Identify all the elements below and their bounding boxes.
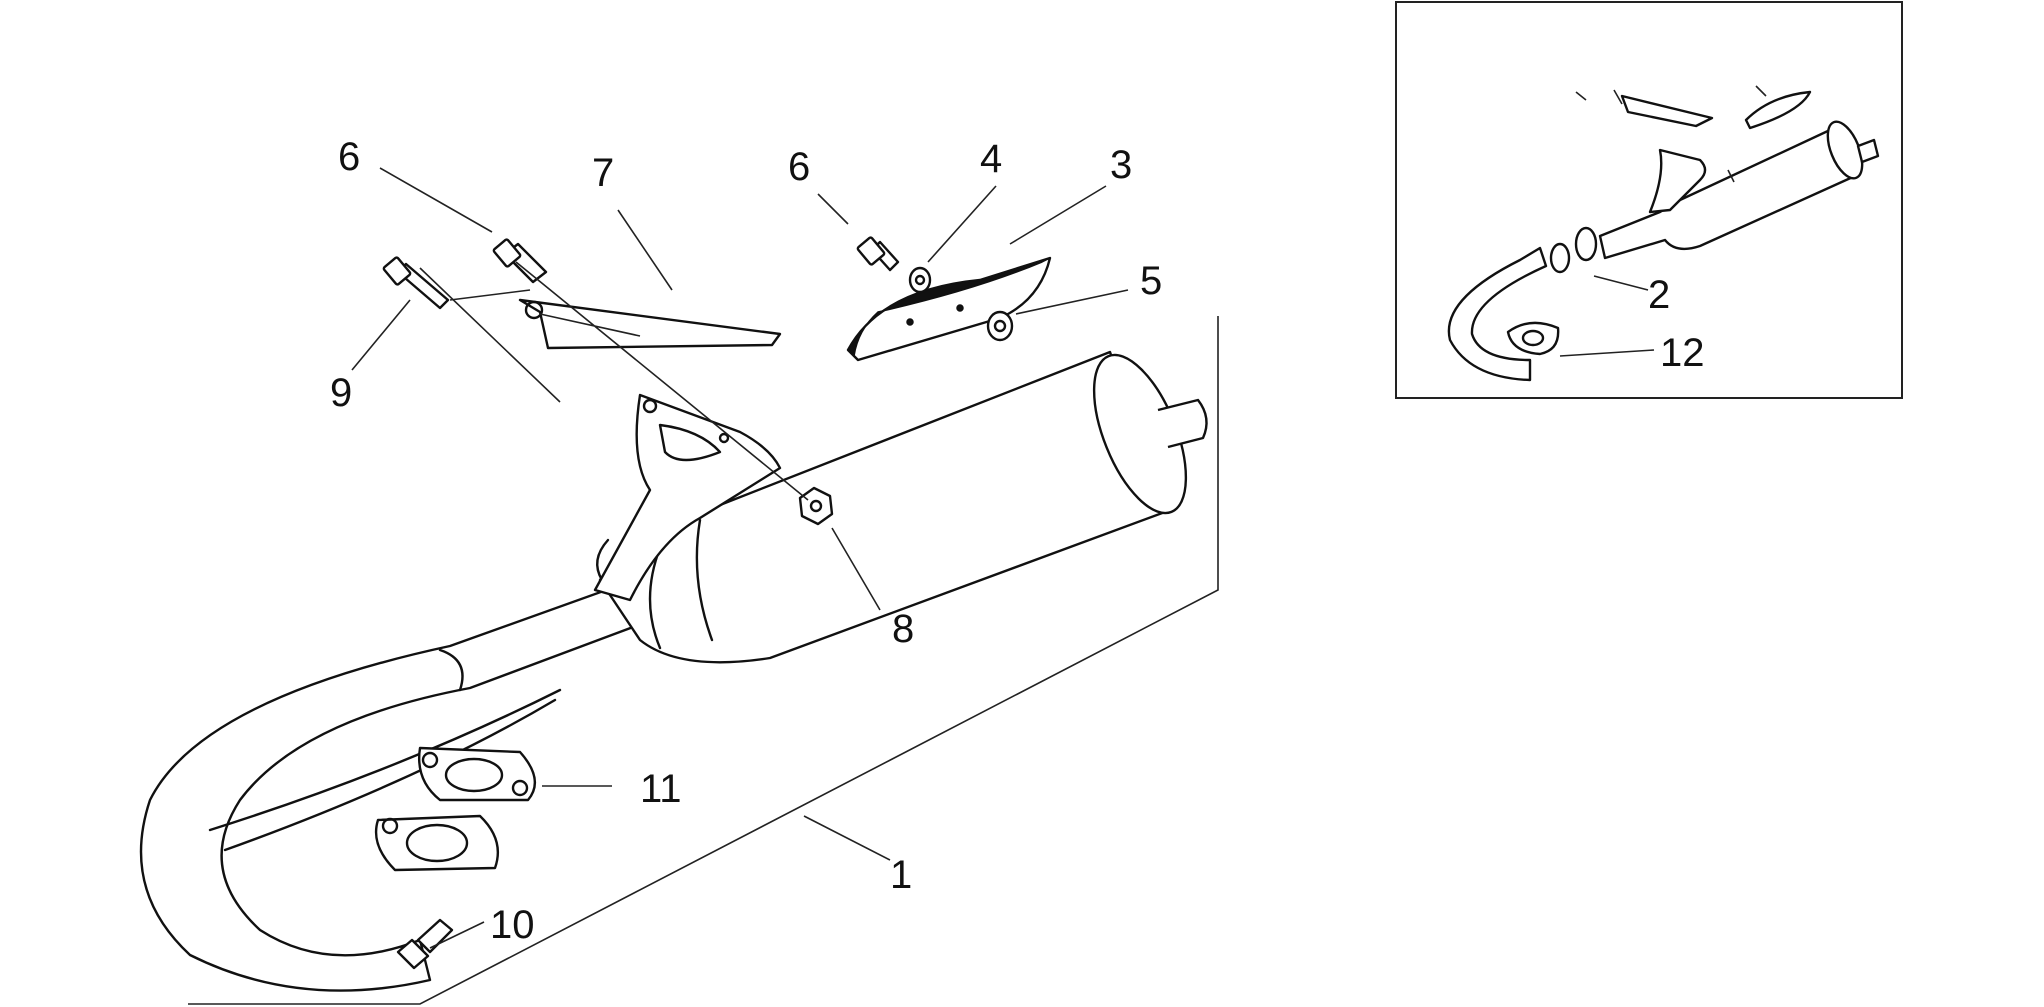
washer-4	[908, 266, 932, 294]
callout-12: 12	[1660, 331, 1705, 375]
alignment-lines	[419, 261, 809, 501]
heat-shield-7	[518, 298, 782, 350]
callout-5: 5	[1140, 259, 1162, 303]
nut-8	[798, 486, 834, 526]
bolt-6-left	[492, 238, 548, 284]
muffler-mounting-bracket	[593, 393, 782, 602]
callout-10: 10	[490, 903, 535, 947]
inset-muffler	[1598, 128, 1857, 260]
callout-2: 2	[1648, 273, 1670, 317]
bolt-10	[396, 918, 454, 970]
inset-washer-2a	[1549, 242, 1571, 274]
leader-lines	[351, 167, 1129, 949]
main-view: 1 3 4 5 6 6 7 8 9 10 11	[139, 135, 1219, 1005]
callout-8: 8	[892, 607, 914, 651]
bolt-9	[382, 256, 450, 310]
inset-washer-2b	[1574, 226, 1598, 262]
inset-view: 2 12	[1395, 1, 1903, 399]
callout-11: 11	[640, 767, 682, 811]
callout-6b: 6	[788, 145, 810, 189]
washer-5	[986, 310, 1014, 342]
assembly-bracket-line	[188, 316, 1219, 1005]
inset-flange-12	[1506, 321, 1560, 356]
exhaust-flange	[374, 814, 500, 872]
heat-shield-7-slot	[524, 300, 544, 320]
callout-3: 3	[1110, 143, 1132, 187]
heat-shield-3	[846, 256, 1052, 362]
callout-6a: 6	[338, 135, 360, 179]
bolt-6-right	[856, 236, 900, 272]
callout-7: 7	[592, 151, 614, 195]
inset-frame	[1395, 1, 1903, 399]
inset-header-pipe	[1447, 246, 1548, 382]
gasket-11	[418, 746, 537, 802]
exhaust-header-pipe	[139, 558, 702, 992]
callout-4: 4	[980, 137, 1002, 181]
callout-1: 1	[890, 853, 912, 897]
callout-9: 9	[330, 371, 352, 415]
